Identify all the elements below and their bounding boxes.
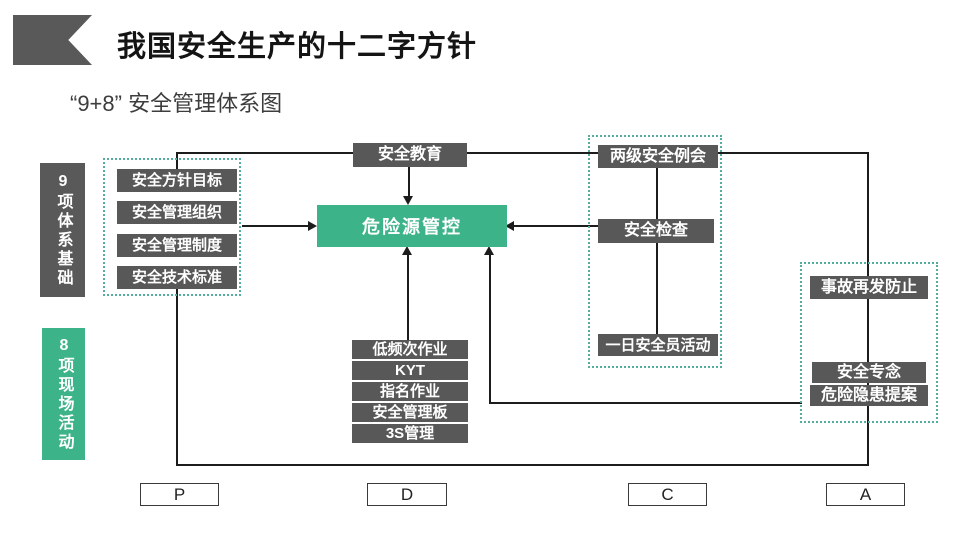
meeting-to-inspection-line (656, 167, 658, 219)
pdca-box-do: D (367, 483, 447, 506)
banner-icon (13, 15, 92, 65)
prevention-item: 危险隐患提案 (810, 385, 928, 406)
loop-bottom-line (177, 464, 868, 466)
prevention-item: 安全专念 (812, 362, 926, 383)
inspection-item: 一日安全员活动 (598, 334, 718, 356)
foundation-to-hazard-line (242, 225, 310, 227)
hazard-control-box: 危险源管控 (317, 205, 507, 247)
site-activity-item: 低频次作业 (352, 340, 468, 359)
inspection-to-activity-line (656, 242, 658, 334)
tab-system-foundation: 9项体系基础 (40, 163, 85, 297)
arrow-right-icon (308, 221, 317, 231)
slide-title: 我国安全生产的十二字方针 (117, 31, 478, 63)
prevention-item: 事故再发防止 (810, 276, 928, 299)
slide-subtitle: “9+8” 安全管理体系图 (70, 91, 283, 116)
arrow-up-icon (484, 246, 494, 255)
arrow-down-icon (403, 196, 413, 205)
foundation-item: 安全管理组织 (117, 201, 237, 224)
site-activity-item: 安全管理板 (352, 403, 468, 422)
inspection-item: 安全检查 (598, 219, 714, 243)
loop-top-line (177, 152, 868, 154)
inspection-to-hazard-line (514, 225, 600, 227)
inspection-item: 两级安全例会 (598, 145, 718, 168)
foundation-item: 安全方针目标 (117, 169, 237, 192)
site-activity-item: 3S管理 (352, 424, 468, 443)
pdca-box-check: C (628, 483, 707, 506)
foundation-group-border (103, 158, 241, 296)
prevention-group-border (800, 262, 938, 423)
loop-left-line-lower (176, 288, 178, 466)
inspection-group-border (588, 135, 722, 368)
site-activity-item: KYT (352, 361, 468, 380)
foundation-item: 安全管理制度 (117, 234, 237, 257)
tab-site-activities: 8项现场活动 (42, 328, 85, 460)
arrow-up-icon (402, 246, 412, 255)
education-to-hazard-line (408, 166, 410, 198)
site-activity-item: 指名作业 (352, 382, 468, 401)
loop-left-line-upper (176, 152, 178, 172)
education-box: 安全教育 (353, 143, 467, 167)
arrow-left-icon (505, 221, 514, 231)
pdca-box-plan: P (140, 483, 219, 506)
stack-to-hazard-line (407, 252, 409, 340)
proposal-elbow-horizontal-line (489, 402, 802, 404)
proposal-elbow-vertical-line (489, 252, 491, 404)
foundation-item: 安全技术标准 (117, 266, 237, 289)
loop-right-line (867, 152, 869, 466)
pdca-box-act: A (826, 483, 905, 506)
